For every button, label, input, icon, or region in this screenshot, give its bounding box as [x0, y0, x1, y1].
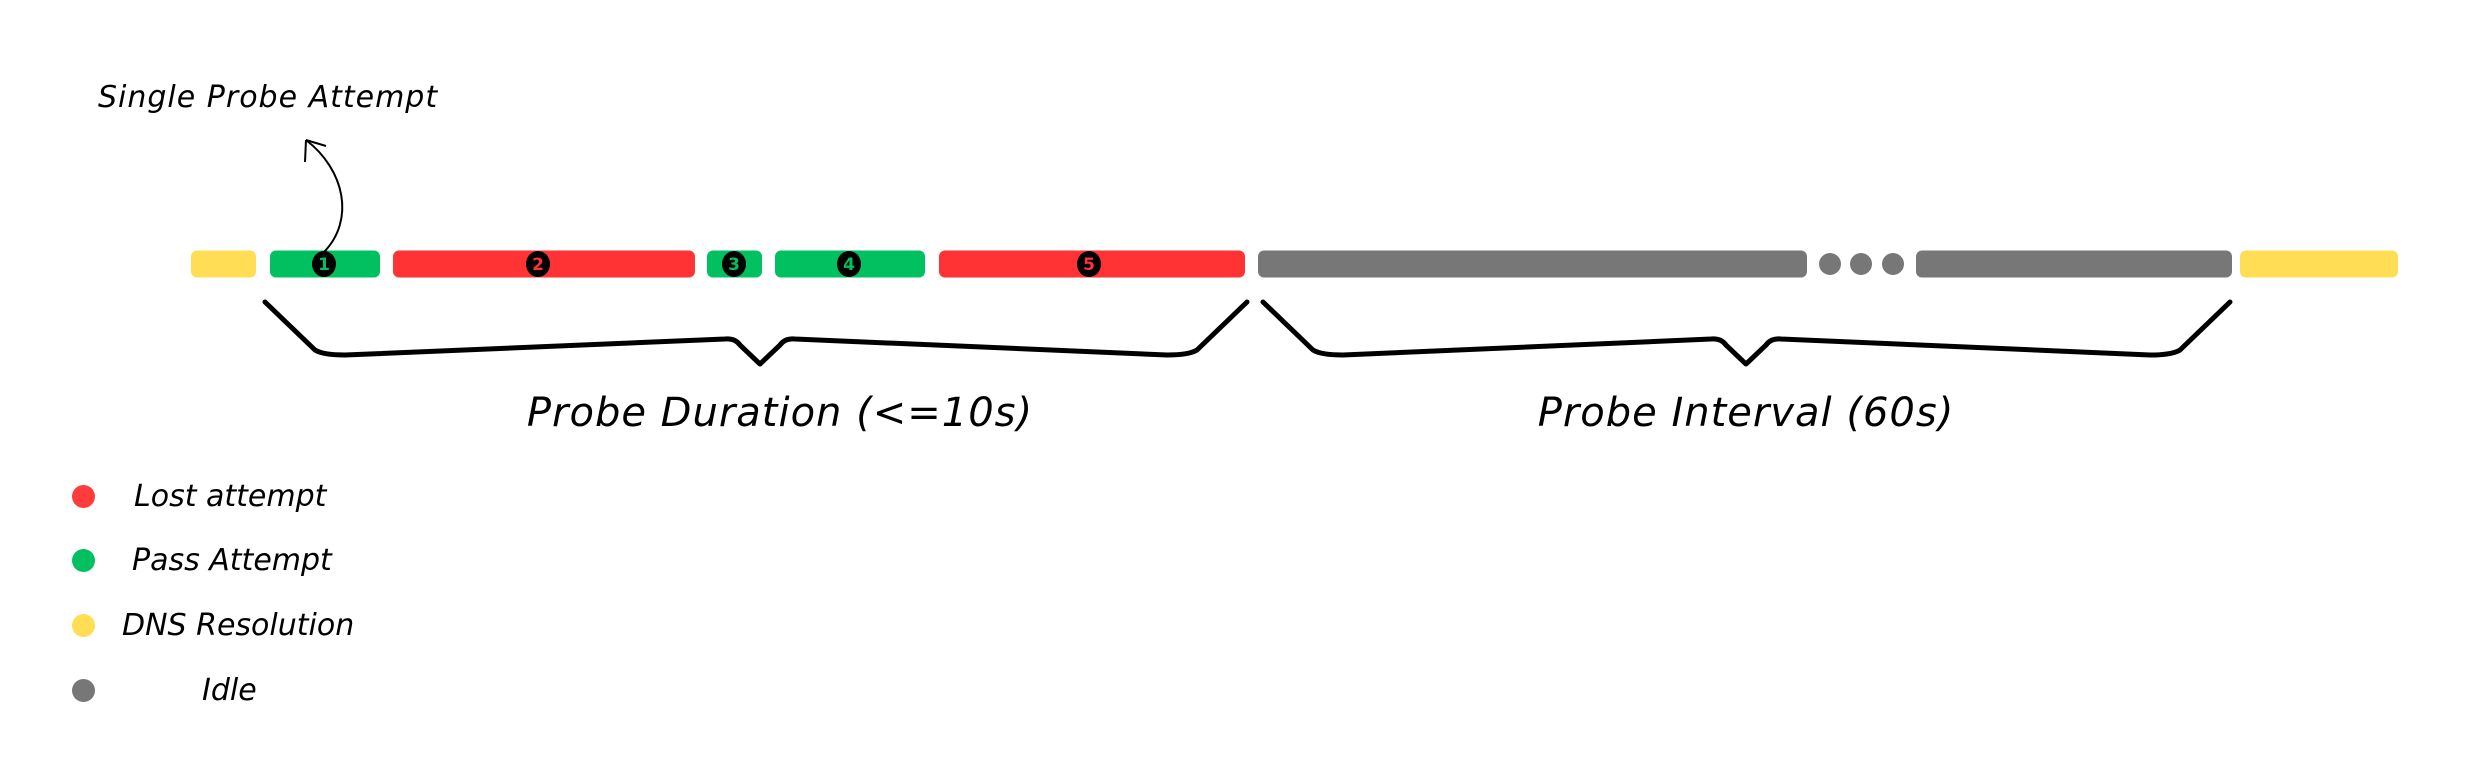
legend-item-dns: DNS Resolution	[72, 608, 354, 643]
attempt-number: 3	[728, 255, 740, 275]
legend-label: Pass Attempt	[132, 542, 332, 578]
idle-dot-icon	[72, 678, 95, 702]
annotation-arrow	[305, 139, 344, 253]
probe-interval-label: Probe Interval (60s)	[1537, 390, 1955, 436]
dns-dot-icon	[72, 613, 95, 637]
attempt-number: 4	[843, 255, 855, 275]
segment-dns	[2240, 250, 2398, 278]
legend-item-idle: Idle	[72, 673, 257, 708]
idle-ellipsis-dot	[1882, 253, 1904, 275]
attempt-badge	[1077, 251, 1101, 277]
segment-idle	[1916, 250, 2232, 278]
arrow-head-icon	[304, 139, 327, 163]
legend-label: Idle	[202, 672, 257, 708]
legend-item-lost: Lost attempt	[72, 479, 326, 514]
attempt-badge	[837, 251, 861, 277]
attempt-number: 5	[1083, 255, 1095, 275]
pass-dot-icon	[72, 548, 95, 572]
probe-duration-brace	[262, 299, 1250, 367]
legend-label: Lost attempt	[134, 478, 327, 514]
legend-item-pass: Pass Attempt	[72, 543, 332, 578]
attempt-badge	[526, 251, 550, 277]
attempt-number: 1	[318, 255, 330, 275]
annotation-single-probe-attempt: Single Probe Attempt	[98, 80, 439, 115]
lost-dot-icon	[72, 484, 95, 508]
attempt-number: 2	[532, 255, 544, 275]
idle-ellipsis-dot	[1819, 253, 1841, 275]
segment-idle	[1258, 250, 1807, 278]
segment-dns	[191, 250, 256, 278]
idle-ellipsis-dot	[1850, 253, 1872, 275]
probe-duration-label: Probe Duration (<=10s)	[526, 390, 1034, 436]
legend-label: DNS Resolution	[122, 607, 355, 643]
attempt-badge	[722, 251, 746, 277]
attempt-badge	[312, 251, 336, 277]
probe-interval-brace	[1260, 299, 2233, 367]
